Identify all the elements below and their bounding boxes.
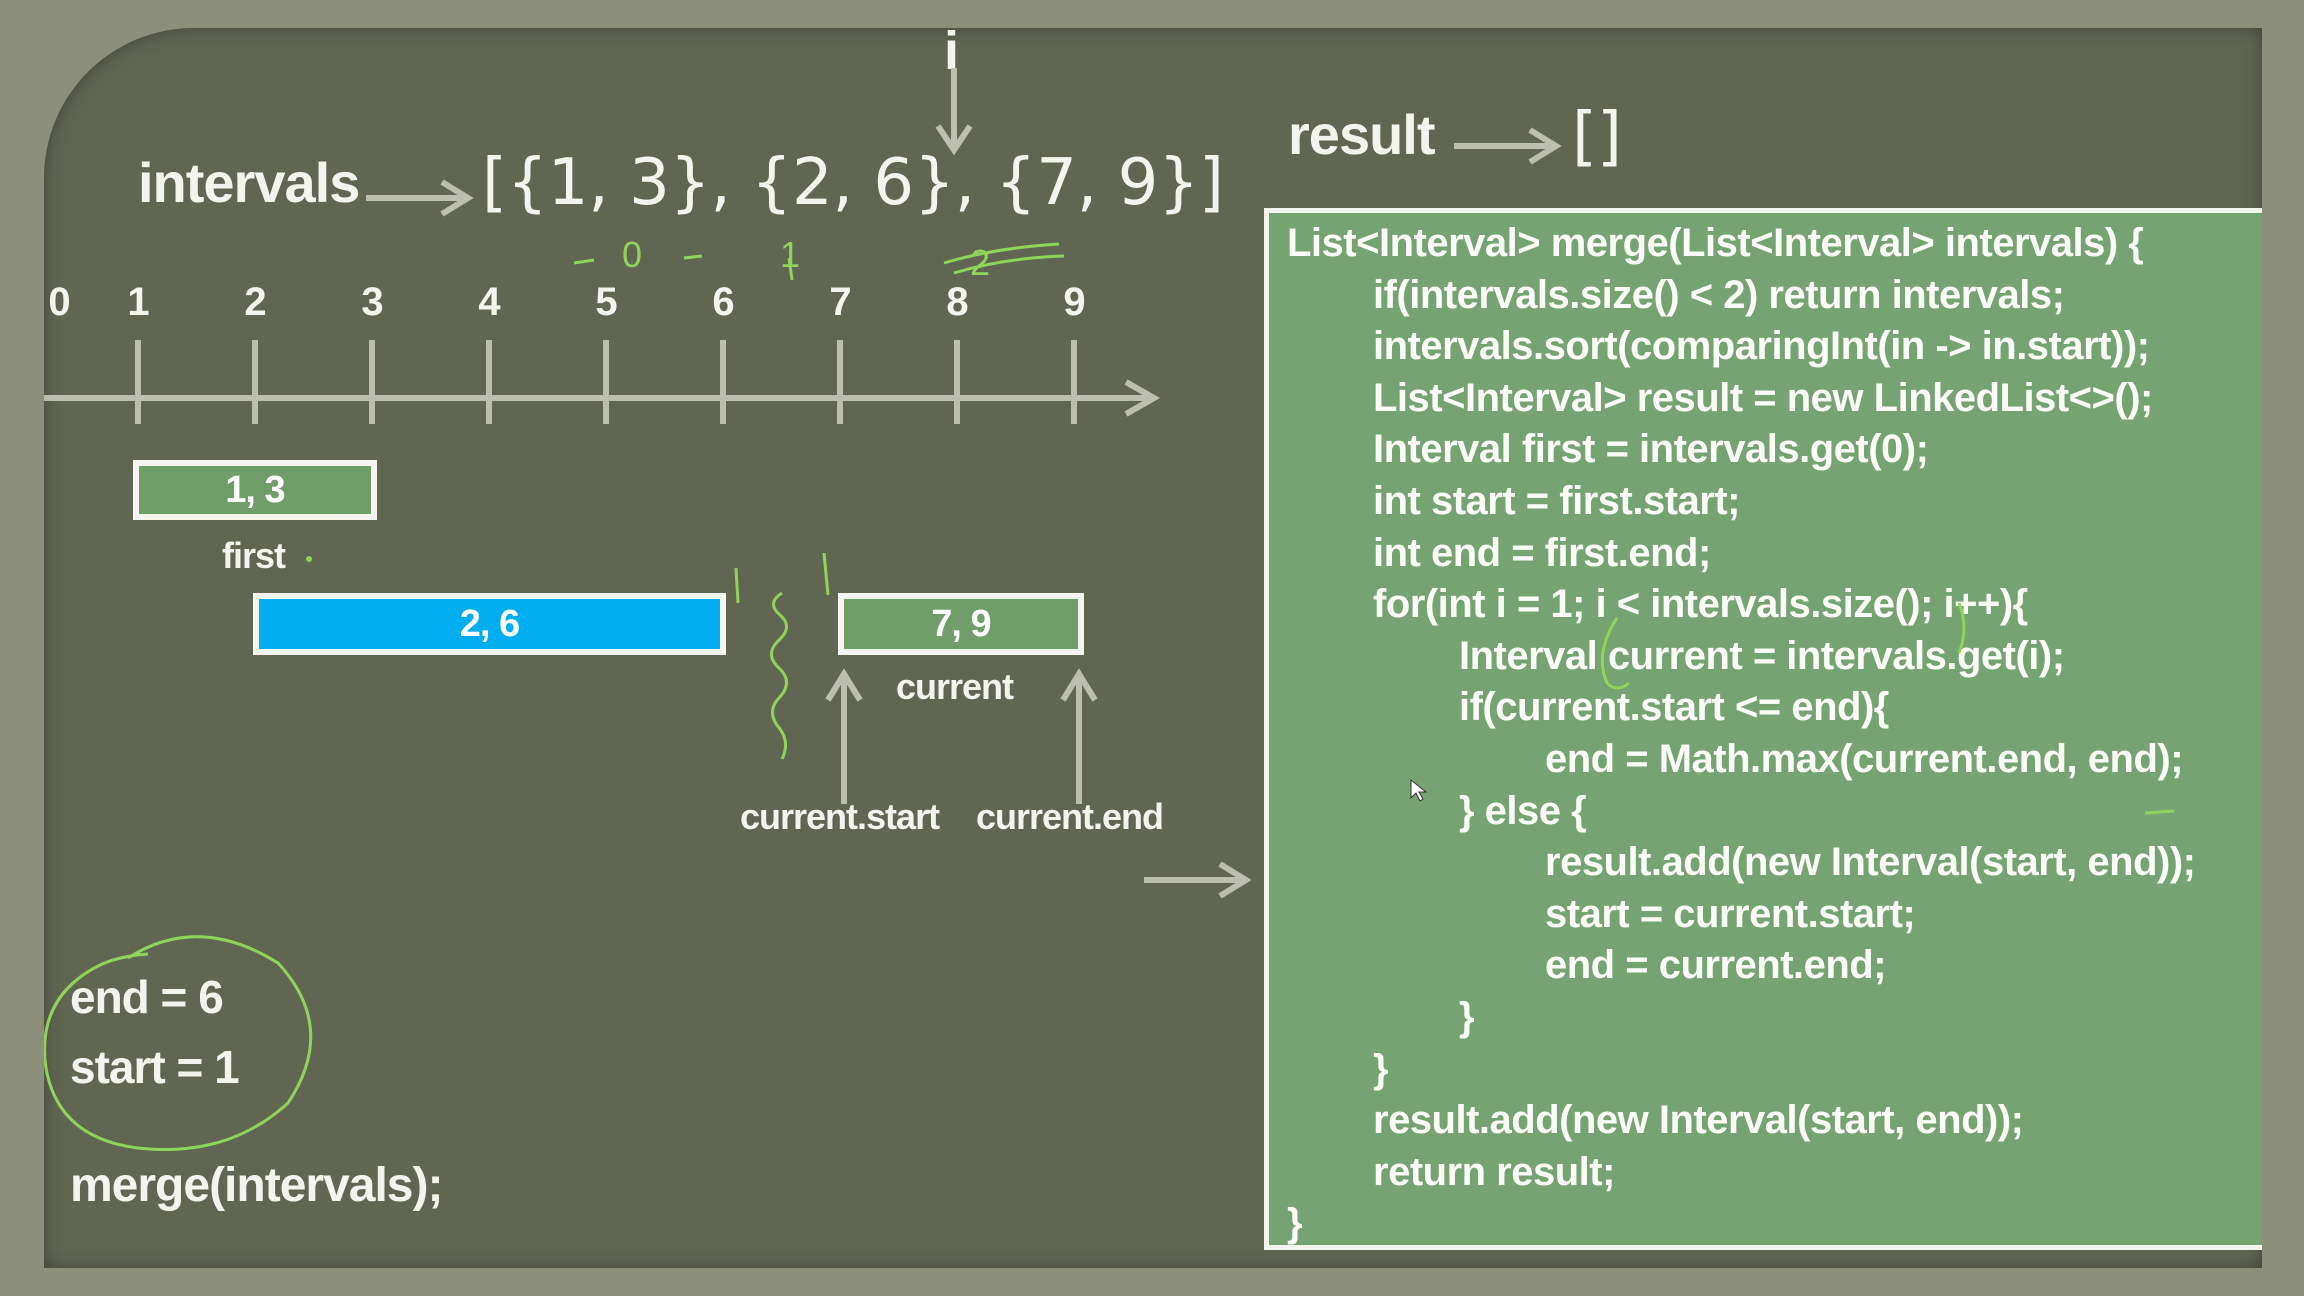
current-start-label: current.start xyxy=(740,796,940,837)
code-line: result.add(new Interval(start, end)); xyxy=(1373,1098,2024,1143)
annotation-index-0: 0 xyxy=(622,234,642,275)
tick-mark xyxy=(837,340,843,424)
tick-mark xyxy=(720,340,726,424)
code-line: int end = first.end; xyxy=(1373,530,1711,575)
interval-box-label: 1, 3 xyxy=(225,468,285,511)
tick-label: 4 xyxy=(478,280,500,324)
handwriting-circle xyxy=(44,935,313,1152)
tick-mark xyxy=(1071,340,1077,424)
code-line: result.add(new Interval(start, end)); xyxy=(1545,840,2196,885)
right-arrow-icon xyxy=(1454,127,1562,165)
code-line: List<Interval> result = new LinkedList<>… xyxy=(1373,375,2153,420)
state-end: end = 6 xyxy=(70,971,224,1023)
interval-box-label: 2, 6 xyxy=(459,602,520,645)
first-label: first xyxy=(222,535,286,576)
tick-label: 1 xyxy=(127,280,149,324)
tick-label: 8 xyxy=(946,280,968,324)
index-marker-i: i xyxy=(944,28,959,81)
up-arrow-icon xyxy=(825,668,863,804)
tick-label: 6 xyxy=(712,280,734,324)
code-line: } xyxy=(1287,1201,1303,1246)
tick-label: 9 xyxy=(1063,280,1085,324)
code-line: Interval current = intervals.get(i); xyxy=(1459,633,2065,678)
down-arrow-icon xyxy=(935,68,973,156)
handwriting-squiggles xyxy=(734,552,1302,760)
code-line: end = Math.max(current.end, end); xyxy=(1545,737,2184,781)
annotation-index-2: 2 xyxy=(970,242,990,283)
code-line: List<Interval> merge(List<Interval> inte… xyxy=(1287,221,2144,265)
tick-label: 7 xyxy=(829,280,851,324)
tick-mark xyxy=(486,340,492,424)
result-value: [] xyxy=(1572,100,1622,174)
interval-box-first: 1, 3 xyxy=(133,460,377,520)
handwriting-underlines xyxy=(573,242,1065,281)
axis-line xyxy=(44,379,1161,417)
slide-canvas: i intervals [{1, 3}, {2, 6}, {7, 9}] 0 1… xyxy=(44,28,2262,1268)
code-line: } xyxy=(1373,1046,1389,1091)
code-line: Interval first = intervals.get(0); xyxy=(1373,427,1929,472)
tick-mark xyxy=(135,340,141,424)
right-arrow-icon xyxy=(366,179,474,217)
right-arrow-icon xyxy=(1144,861,1252,899)
current-label: current xyxy=(896,666,1014,707)
up-arrow-icon xyxy=(1060,668,1098,804)
tick-mark xyxy=(954,340,960,424)
tick-label: 0 xyxy=(48,280,70,324)
tick-label: 5 xyxy=(595,280,617,324)
annotation-index-1: 1 xyxy=(780,234,800,275)
intervals-value: [{1, 3}, {2, 6}, {7, 9}] xyxy=(482,146,1224,220)
tick-mark xyxy=(603,340,609,424)
code-line: } else { xyxy=(1459,788,1587,833)
interval-box-label: 7, 9 xyxy=(931,602,991,645)
tick-mark xyxy=(369,340,375,424)
mouse-cursor-icon xyxy=(1410,778,1428,802)
current-end-label: current.end xyxy=(976,796,1164,837)
state-start: start = 1 xyxy=(70,1041,240,1093)
code-line: intervals.sort(comparingInt(in -> in.sta… xyxy=(1373,324,2150,369)
code-line: return result; xyxy=(1373,1149,1615,1194)
code-line: end = current.end; xyxy=(1545,943,1887,988)
tick-mark xyxy=(252,340,258,424)
tick-label: 2 xyxy=(244,280,266,324)
intervals-label: intervals xyxy=(138,151,360,214)
code-line: if(intervals.size() < 2) return interval… xyxy=(1373,272,2065,317)
code-line: for(int i = 1; i < intervals.size(); i++… xyxy=(1373,582,2028,627)
code-line: start = current.start; xyxy=(1545,891,1916,936)
method-call: merge(intervals); xyxy=(70,1159,443,1212)
handwriting-marks xyxy=(1600,602,2175,815)
tick-label: 3 xyxy=(361,280,383,324)
interval-box-current: 7, 9 xyxy=(838,593,1084,655)
code-line: } xyxy=(1459,995,1475,1039)
code-line: if(current.start <= end){ xyxy=(1459,685,1889,730)
code-line: int start = first.start; xyxy=(1373,479,1740,523)
dot-marker xyxy=(306,556,312,562)
interval-box-merged: 2, 6 xyxy=(253,593,726,655)
result-label: result xyxy=(1288,103,1435,166)
code-panel: List<Interval> merge(List<Interval> inte… xyxy=(1264,208,2262,1250)
